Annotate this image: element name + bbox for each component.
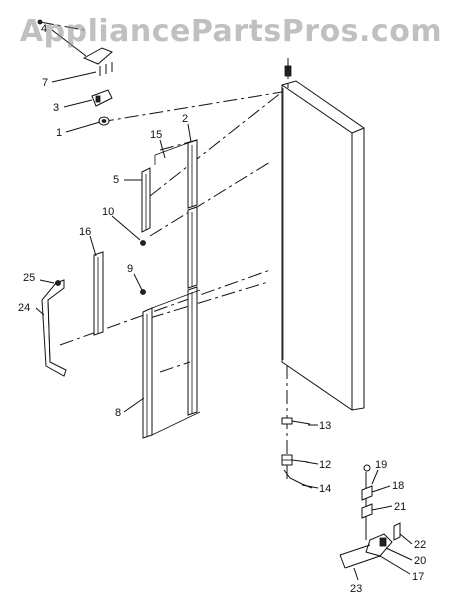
trim-strip-upper [154, 139, 198, 209]
trim-strip-middle [187, 206, 198, 289]
callout-24: 24 [18, 302, 30, 314]
callout-15: 15 [150, 129, 162, 141]
trim-strip-lower [187, 286, 198, 416]
callout-18: 18 [392, 480, 404, 492]
top-hinge-cover-4 [82, 47, 113, 65]
callout-21: 21 [394, 501, 406, 513]
callout-10: 10 [102, 206, 114, 218]
door-trim-8 [142, 289, 201, 439]
screw-10 [140, 240, 146, 246]
part-5 [141, 167, 151, 233]
door-handle-24 [41, 279, 67, 377]
door-top-pin [284, 58, 292, 88]
callout-4: 4 [41, 23, 47, 35]
part-16 [93, 251, 104, 336]
callout-5: 5 [113, 174, 119, 186]
part-12 [281, 454, 309, 466]
callout-13: 13 [319, 420, 331, 432]
callout-16: 16 [79, 226, 91, 238]
callout-17: 17 [412, 571, 424, 583]
screw-9 [140, 289, 146, 295]
callout-7: 7 [42, 77, 48, 89]
callout-1: 1 [56, 127, 62, 139]
bottom-hinge-assembly [339, 464, 401, 569]
part-14 [283, 469, 313, 489]
hinge-screws-7 [99, 62, 113, 76]
leader-lines [35, 29, 413, 581]
callout-2: 2 [182, 113, 188, 125]
callout-19: 19 [375, 459, 387, 471]
callout-20: 20 [414, 555, 426, 567]
callout-8: 8 [115, 407, 121, 419]
part-13 [281, 417, 311, 425]
callout-22: 22 [414, 539, 426, 551]
handle-screw-25 [55, 280, 61, 286]
callout-12: 12 [319, 459, 331, 471]
top-hinge-3 [91, 89, 113, 107]
callout-9: 9 [127, 263, 133, 275]
callout-3: 3 [53, 102, 59, 114]
door-panel [281, 80, 365, 411]
callout-23: 23 [350, 583, 362, 595]
callout-25: 25 [23, 272, 35, 284]
hinge-bushing-1 [98, 116, 110, 126]
callout-14: 14 [319, 483, 331, 495]
